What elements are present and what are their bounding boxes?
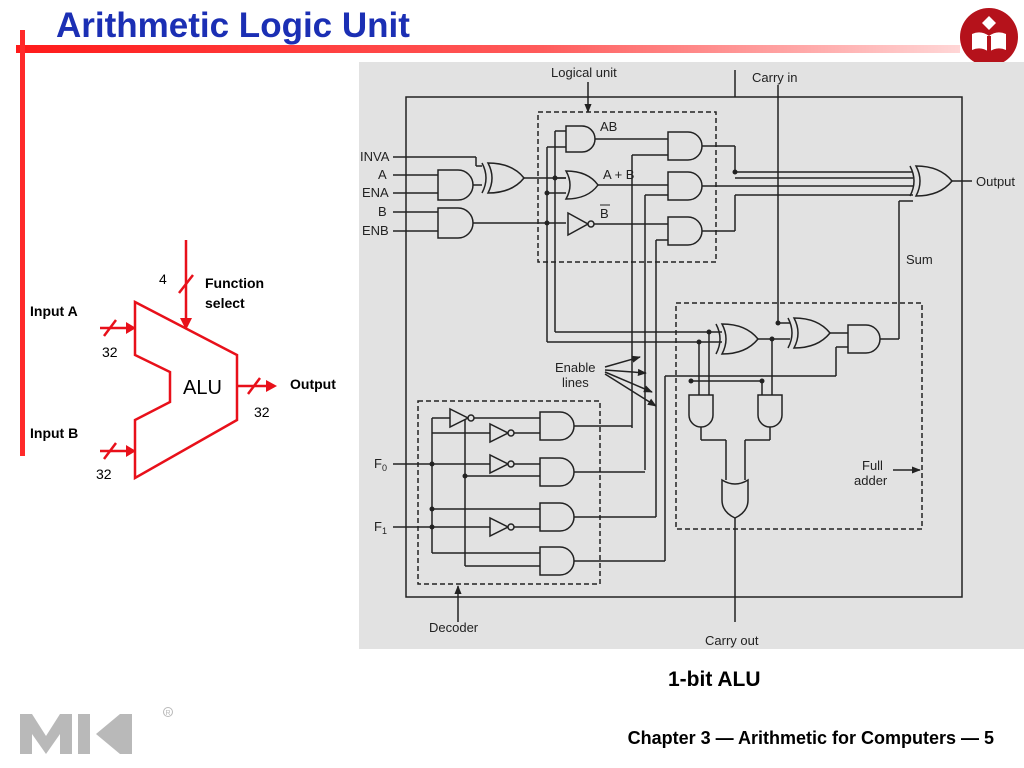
function-select-label-2: select xyxy=(205,295,245,311)
input-a-label: Input A xyxy=(30,303,78,319)
input-b-circuit-label: B xyxy=(378,204,387,219)
enable-lines-label-1: Enable xyxy=(555,360,595,375)
carry-in-label: Carry in xyxy=(752,70,798,85)
university-logo xyxy=(960,8,1018,66)
logical-unit-label: Logical unit xyxy=(551,65,617,80)
f1-label: F1 xyxy=(374,519,387,536)
slide-footer: Chapter 3 — Arithmetic for Computers — 5 xyxy=(627,728,994,748)
input-b-width: 32 xyxy=(96,466,112,482)
input-a-width: 32 xyxy=(102,344,118,360)
left-accent-bar xyxy=(20,30,25,456)
carry-out-label: Carry out xyxy=(705,633,759,648)
input-inva-label: INVA xyxy=(360,149,390,164)
input-b-label: Input B xyxy=(30,425,78,441)
input-enb-label: ENB xyxy=(362,223,389,238)
decoder-label: Decoder xyxy=(429,620,479,635)
circuit-output-label: Output xyxy=(976,174,1015,189)
input-a-circuit-label: A xyxy=(378,167,387,182)
full-adder-label-2: adder xyxy=(854,473,888,488)
alu-symbol: ALU Input A 32 Input B 32 Function selec… xyxy=(30,240,336,482)
output-label: Output xyxy=(290,376,336,392)
title-underline xyxy=(16,45,960,53)
alu-label: ALU xyxy=(183,377,222,399)
slide-title: Arithmetic Logic Unit xyxy=(56,6,410,45)
svg-text:R: R xyxy=(166,710,171,717)
gate-b-bar-label: B xyxy=(600,206,609,221)
gate-a-plus-b-label: A + B xyxy=(603,167,634,182)
f0-label: F0 xyxy=(374,456,387,473)
input-ena-label: ENA xyxy=(362,185,389,200)
function-select-width: 4 xyxy=(159,271,167,287)
figure-caption: 1-bit ALU xyxy=(668,668,761,691)
output-width: 32 xyxy=(254,404,270,420)
function-select-label-1: Function xyxy=(205,275,264,291)
publisher-logo: R xyxy=(20,707,173,754)
sum-label: Sum xyxy=(906,252,933,267)
one-bit-alu-diagram: Logical unit Carry in Output Sum Full ad… xyxy=(359,62,1024,649)
gate-ab-label: AB xyxy=(600,119,617,134)
alu-shape xyxy=(133,299,239,481)
full-adder-label-1: Full xyxy=(862,458,883,473)
enable-lines-label-2: lines xyxy=(562,375,589,390)
